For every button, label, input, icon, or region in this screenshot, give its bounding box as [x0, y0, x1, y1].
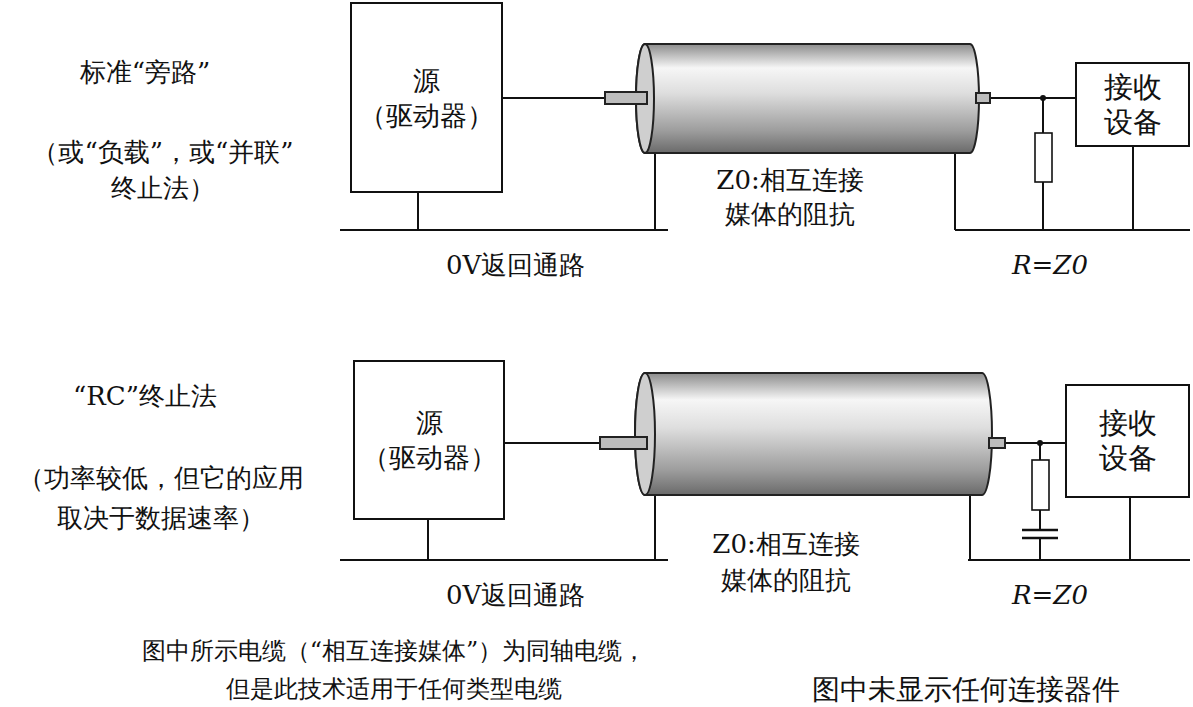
source-driver-box: 源 （驱动器）	[353, 360, 505, 520]
receiver-box: 接收 设备	[1065, 384, 1190, 498]
source-driver-box: 源 （驱动器）	[350, 2, 503, 193]
return-path-label: 0V返回通路	[446, 577, 646, 613]
box-text: 接收 设备	[1099, 406, 1157, 476]
coax-cable	[600, 373, 1005, 495]
connector-note: 图中未显示任何连接器件	[812, 672, 1172, 707]
cable-note: 图中所示电缆（“相互连接媒体”）为同轴电缆， 但是此技术适用于任何类型电缆	[64, 632, 724, 707]
method-note: （或“负载”，或“并联” 终止法）	[4, 134, 322, 206]
coax-cable	[605, 44, 990, 153]
resistor-value: R=Z0	[1012, 577, 1112, 613]
box-text: 源 （驱动器）	[359, 63, 494, 133]
method-title: “RC”终止法	[30, 378, 260, 414]
impedance-label: Z0:相互连接 媒体的阻抗	[672, 163, 908, 231]
box-text: 接收 设备	[1104, 70, 1162, 140]
receiver-box: 接收 设备	[1075, 62, 1190, 147]
return-path-label: 0V返回通路	[446, 247, 646, 283]
method-title: 标准“旁路”	[40, 54, 250, 90]
resistor-value: R=Z0	[1012, 247, 1112, 283]
method-note: （功率较低，但它的应用 取决于数据速率）	[2, 458, 320, 538]
resistor-symbol	[1032, 133, 1052, 510]
impedance-label: Z0:相互连接 媒体的阻抗	[668, 526, 904, 598]
box-text: 源 （驱动器）	[362, 405, 497, 475]
